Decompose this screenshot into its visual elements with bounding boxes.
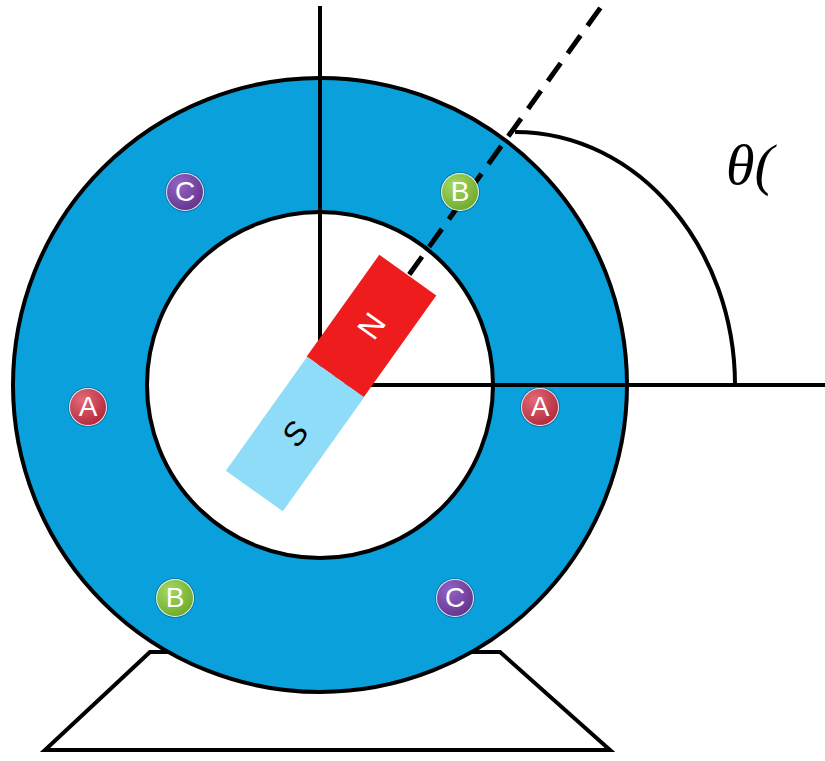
horizontal-axis <box>320 383 825 387</box>
phase-letter: C <box>445 584 465 612</box>
angle-label: θ( <box>726 136 774 194</box>
phase-letter: C <box>175 178 195 206</box>
phase-letter: A <box>531 393 550 421</box>
phase-letter: A <box>79 393 98 421</box>
coil-b: B <box>441 173 479 211</box>
pole-letter: N <box>352 308 391 345</box>
vertical-axis <box>318 6 322 385</box>
rotor-axis-dashed <box>330 0 606 385</box>
angle-arc <box>515 132 735 385</box>
coil-b: B <box>156 579 194 617</box>
phase-letter: B <box>451 178 470 206</box>
phase-letter: B <box>166 584 185 612</box>
coil-a: A <box>521 388 559 426</box>
coil-c: C <box>436 579 474 617</box>
pole-letter: S <box>276 416 314 452</box>
coil-c: C <box>166 173 204 211</box>
coil-a: A <box>69 388 107 426</box>
